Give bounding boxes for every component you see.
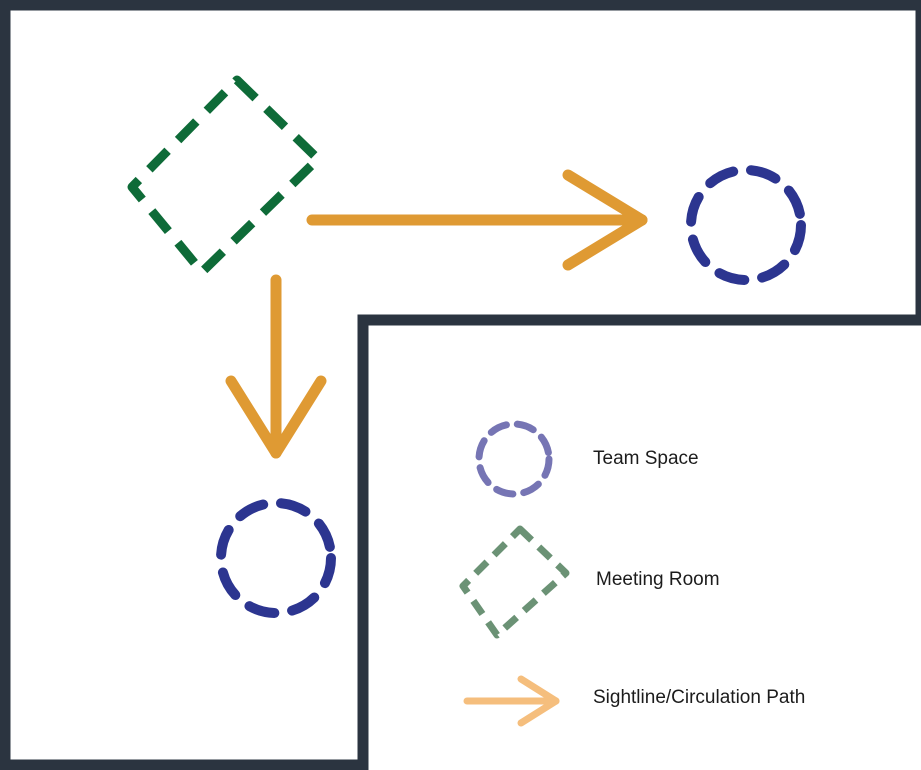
sightline-arrow-east: [306, 169, 648, 271]
sightline-arrow-south: [225, 274, 327, 459]
arrow-head: [225, 375, 327, 459]
legend-arrow-head: [517, 675, 560, 727]
meeting-room-shape: [127, 75, 323, 277]
legend-path-icon: [463, 675, 560, 727]
legend-meeting-room-icon: [459, 525, 570, 639]
legend-path-label: Sightline/Circulation Path: [593, 687, 806, 708]
legend-meeting-room-label: Meeting Room: [596, 569, 720, 590]
legend-team-space-label: Team Space: [593, 448, 699, 469]
legend-team-space-icon: [475, 420, 553, 498]
team-space-east: [686, 165, 806, 285]
team-space-south: [216, 498, 336, 618]
arrow-head: [562, 169, 648, 271]
